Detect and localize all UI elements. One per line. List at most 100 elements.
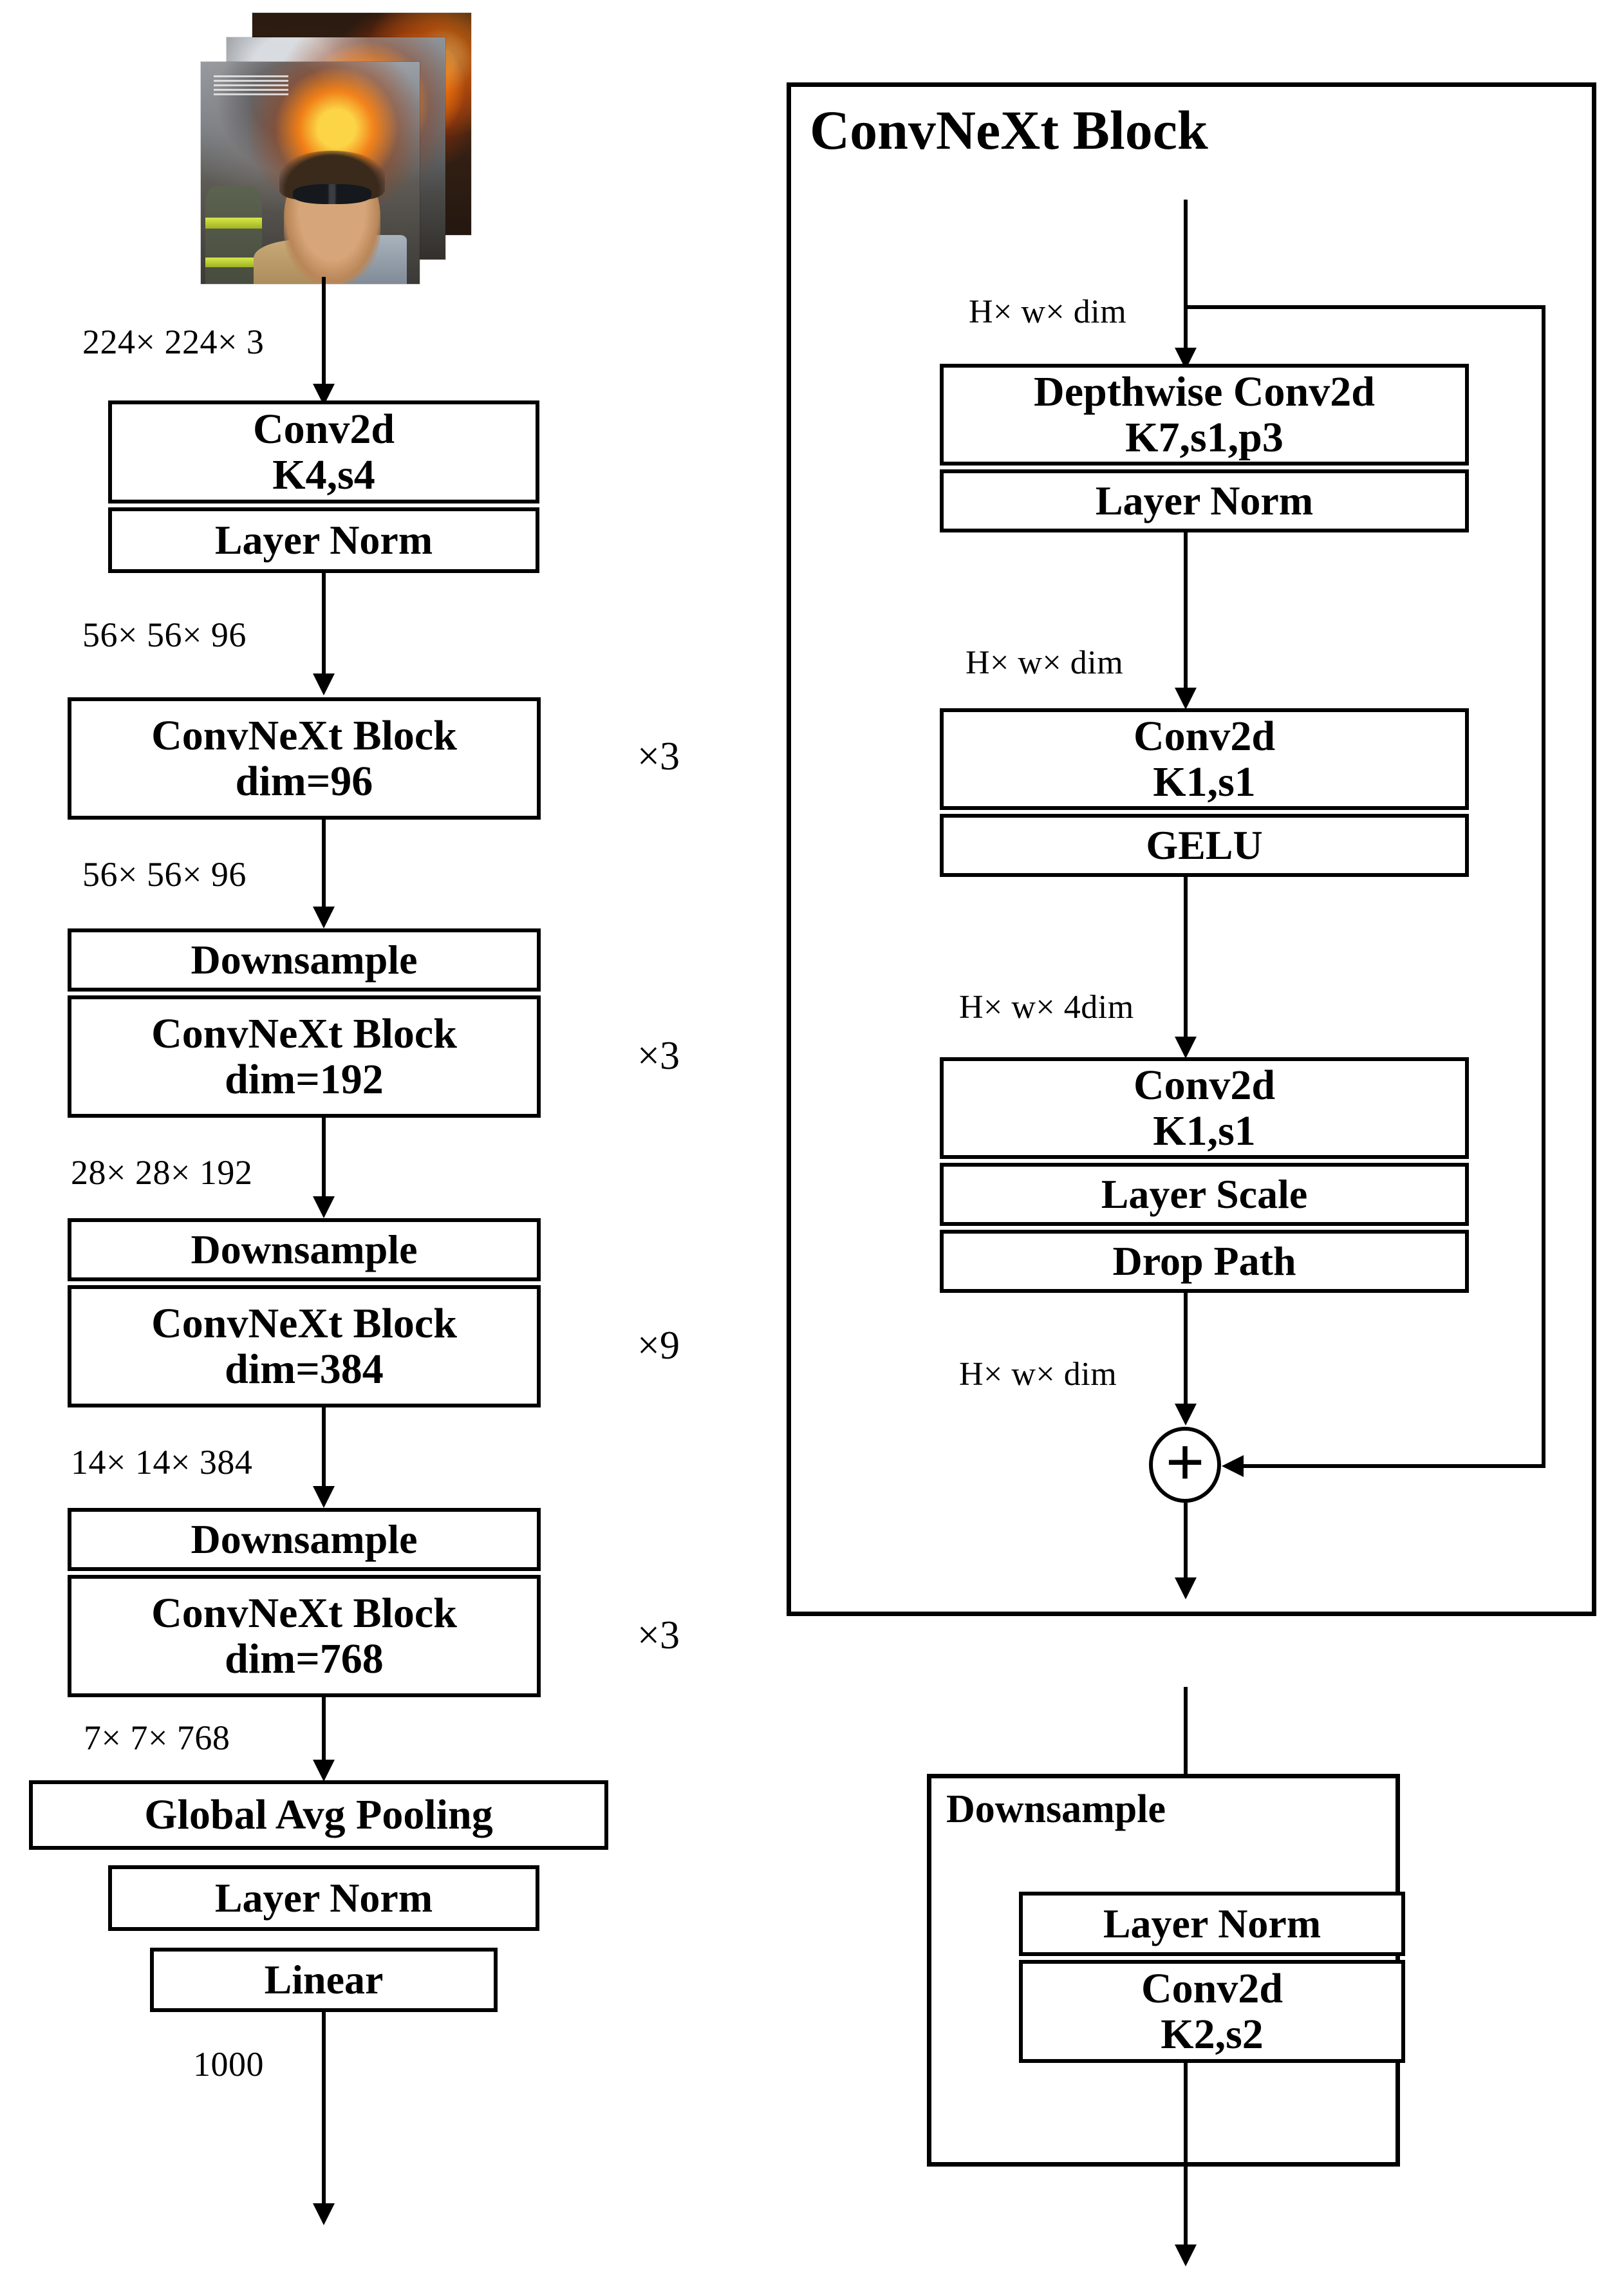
block-stage2-convnext: ConvNeXt Block dim=192 [68, 995, 541, 1118]
block-downsample-1-label: Downsample [191, 937, 418, 983]
block-convnext-layernorm: Layer Norm [940, 469, 1469, 532]
arrow-droppath-to-add-line [1184, 1293, 1188, 1412]
dim-label-convnext-input: H× w× dim [969, 294, 1127, 330]
repeat-label-stage4: ×3 [637, 1614, 680, 1657]
block-downsample-2: Downsample [68, 1218, 541, 1281]
arrow-stage1-to-ds1-line [322, 820, 326, 915]
block-stem-conv-line-2: K4,s4 [272, 451, 375, 498]
block-pointwise-conv2d-2-line-2: K1,s1 [1153, 1107, 1256, 1154]
block-global-avg-pooling-label: Global Avg Pooling [144, 1791, 493, 1839]
arrow-stage3-to-ds3-head [313, 1486, 335, 1508]
arrow-stem-to-stage1-line [322, 573, 326, 681]
block-drop-path-label: Drop Path [1112, 1238, 1296, 1284]
block-stem-layernorm-label: Layer Norm [214, 517, 433, 563]
block-stage4-line-1: ConvNeXt Block [151, 1589, 457, 1637]
sunglasses-icon [292, 183, 372, 204]
block-pointwise-conv2d-2-line-1: Conv2d [1133, 1061, 1276, 1109]
block-head-layernorm: Layer Norm [108, 1865, 539, 1931]
block-stem-conv: Conv2d K4,s4 [108, 400, 539, 503]
block-downsample-layernorm: Layer Norm [1019, 1892, 1405, 1956]
block-head-linear: Linear [150, 1948, 498, 2012]
input-image-front [201, 62, 420, 284]
block-drop-path: Drop Path [940, 1230, 1469, 1293]
block-layer-scale-label: Layer Scale [1101, 1171, 1308, 1218]
block-head-layernorm-label: Layer Norm [214, 1875, 433, 1921]
repeat-label-stage1: ×3 [637, 735, 680, 778]
block-stem-layernorm: Layer Norm [108, 507, 539, 573]
block-gelu: GELU [940, 814, 1469, 877]
photo-watermark [214, 75, 288, 95]
block-downsample-conv2d: Conv2d K2,s2 [1019, 1960, 1405, 2063]
block-downsample-1: Downsample [68, 928, 541, 992]
block-pointwise-conv2d-2: Conv2d K1,s1 [940, 1057, 1469, 1159]
convnext-exit-arrow-head [1175, 1577, 1197, 1599]
dim-label-after-stem: 56× 56× 96 [82, 616, 247, 654]
block-layer-scale: Layer Scale [940, 1163, 1469, 1226]
arrow-gelu-to-pw2-head [1175, 1037, 1197, 1059]
block-stage3-convnext: ConvNeXt Block dim=384 [68, 1285, 541, 1407]
repeat-label-stage3: ×9 [637, 1324, 680, 1368]
arrow-gelu-to-pw2-line [1184, 877, 1188, 1046]
firefighter-stripe-lower [205, 257, 263, 268]
block-stage3-line-2: dim=384 [225, 1346, 384, 1393]
block-downsample-conv2d-line-1: Conv2d [1141, 1964, 1283, 2012]
block-stage4-convnext: ConvNeXt Block dim=768 [68, 1575, 541, 1697]
block-downsample-layernorm-label: Layer Norm [1103, 1901, 1321, 1947]
arrow-stage2-to-ds2-line [322, 1118, 326, 1205]
arrow-stage4-to-gap-head [313, 1760, 335, 1782]
firefighter-figure [205, 186, 263, 284]
convnext-exit-arrow-line [1184, 1503, 1188, 1586]
block-stage1-line-1: ConvNeXt Block [151, 711, 457, 759]
block-depthwise-conv2d-line-1: Depthwise Conv2d [1034, 368, 1375, 415]
block-head-linear-label: Linear [264, 1957, 384, 2003]
block-downsample-2-label: Downsample [191, 1227, 418, 1273]
arrow-norm-to-pw1-line [1184, 532, 1188, 697]
dim-label-output: 1000 [193, 2045, 264, 2084]
block-pointwise-conv2d-1-line-2: K1,s1 [1153, 758, 1256, 805]
arrow-stage2-to-ds2-head [313, 1196, 335, 1218]
arrow-stage4-to-gap-line [322, 1697, 326, 1768]
dim-label-after-norm: H× w× dim [966, 645, 1124, 681]
block-stage2-line-2: dim=192 [225, 1056, 384, 1103]
dim-label-input: 224× 224× 3 [82, 323, 265, 361]
block-downsample-3-label: Downsample [191, 1516, 418, 1563]
arrow-norm-to-pw1-head [1175, 688, 1197, 710]
repeat-label-stage2: ×3 [637, 1034, 680, 1078]
dim-label-after-stage2: 28× 28× 192 [71, 1153, 253, 1192]
firefighter-stripe-upper [205, 217, 263, 229]
dim-label-after-stage4: 7× 7× 768 [84, 1718, 230, 1757]
arrow-droppath-to-add-head [1175, 1404, 1197, 1426]
block-stage2-line-1: ConvNeXt Block [151, 1010, 457, 1057]
arrow-output-line [322, 2012, 326, 2212]
block-stage4-line-2: dim=768 [225, 1635, 384, 1682]
arrow-stage1-to-ds1-head [313, 907, 335, 928]
dim-label-before-add: H× w× dim [959, 1356, 1117, 1393]
block-global-avg-pooling: Global Avg Pooling [29, 1780, 608, 1850]
skip-connection-arrow-head [1222, 1455, 1244, 1477]
block-stage1-convnext: ConvNeXt Block dim=96 [68, 697, 541, 820]
downsample-panel-title: Downsample [946, 1787, 1166, 1831]
downsample-exit-arrow-head [1175, 2244, 1197, 2266]
block-stem-conv-line-1: Conv2d [252, 405, 395, 453]
block-depthwise-conv2d: Depthwise Conv2d K7,s1,p3 [940, 364, 1469, 466]
downsample-exit-arrow-line [1184, 2063, 1188, 2253]
block-stage3-line-1: ConvNeXt Block [151, 1299, 457, 1347]
arrow-stage3-to-ds3-line [322, 1407, 326, 1494]
dim-label-after-gelu: H× w× 4dim [959, 989, 1134, 1026]
block-stage1-line-2: dim=96 [235, 758, 373, 805]
block-pointwise-conv2d-1-line-1: Conv2d [1133, 712, 1276, 760]
block-depthwise-conv2d-line-2: K7,s1,p3 [1125, 414, 1283, 461]
dim-label-after-stage1: 56× 56× 96 [82, 855, 247, 894]
block-downsample-3: Downsample [68, 1508, 541, 1571]
block-downsample-conv2d-line-2: K2,s2 [1161, 2011, 1264, 2058]
convnext-block-panel-title: ConvNeXt Block [810, 99, 1208, 161]
arrow-output-head [313, 2203, 335, 2225]
skip-connection-right-segment [1542, 305, 1545, 1468]
block-pointwise-conv2d-1: Conv2d K1,s1 [940, 708, 1469, 810]
residual-add-icon: + [1149, 1427, 1221, 1503]
arrow-input-to-stem-line [322, 277, 326, 393]
arrow-stem-to-stage1-head [313, 673, 335, 695]
convnext-entry-arrow-line [1184, 200, 1188, 357]
skip-connection-bottom-segment [1239, 1464, 1545, 1468]
